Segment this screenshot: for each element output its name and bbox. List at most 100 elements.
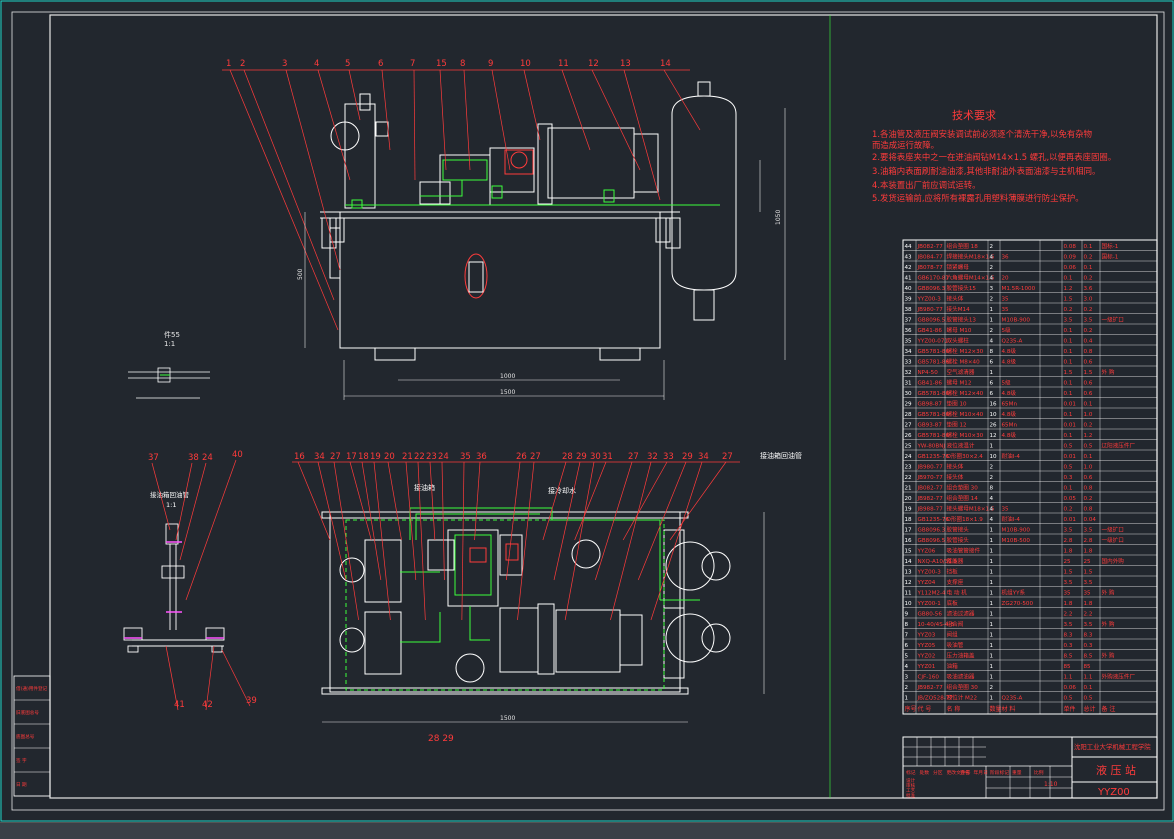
- parts-cell: JB988-77: [917, 507, 944, 513]
- parts-cell: 国内外购: [1102, 557, 1125, 565]
- parts-cell: 44: [905, 244, 913, 250]
- parts-cell: 机组YY系: [1002, 589, 1026, 597]
- parts-cell: JB082-77: [917, 244, 944, 250]
- parts-cell: 1: [990, 612, 994, 618]
- parts-cell: 1.8: [1084, 549, 1093, 555]
- callout-label: 27: [330, 452, 341, 462]
- parts-cell: 垫圈 12: [947, 421, 967, 429]
- parts-cell: 3.5: [1084, 580, 1093, 586]
- parts-cell: 4: [905, 664, 909, 670]
- parts-cell: 辽阳液压件厂: [1102, 442, 1136, 450]
- parts-cell: 外购液压件厂: [1102, 673, 1136, 681]
- parts-cell: 挡板: [947, 568, 959, 576]
- parts-cell: 41: [905, 276, 913, 282]
- parts-cell: 35: [1084, 591, 1092, 597]
- parts-cell: 8: [905, 622, 909, 628]
- parts-cell: 吸油管: [947, 641, 964, 649]
- parts-cell: 65Mn: [1002, 402, 1018, 408]
- parts-cell: 组合垫圈 14: [947, 494, 979, 502]
- parts-cell: 28: [905, 412, 913, 418]
- parts-cell: 2: [990, 465, 994, 471]
- parts-cell: 0.3: [1084, 643, 1093, 649]
- section-label: 件55: [164, 330, 180, 339]
- parts-cell: Q235-A: [1002, 696, 1023, 702]
- parts-cell: 12: [990, 433, 997, 439]
- parts-cell: GB5781-86: [918, 391, 950, 397]
- parts-cell: 焊接接头M18×1.5: [947, 253, 995, 261]
- parts-cell: YYZ00-3: [917, 297, 942, 303]
- callout-label: 17: [346, 452, 357, 462]
- parts-cell: 4: [990, 276, 994, 282]
- callout-label: 29: [682, 452, 693, 462]
- parts-cell: 25: [905, 444, 913, 450]
- callout-label: 27: [530, 452, 541, 462]
- parts-cell: 35: [905, 339, 913, 345]
- parts-cell: 20: [1002, 276, 1010, 282]
- parts-cell: 0.2: [1084, 496, 1093, 502]
- parts-cell: 0.1: [1064, 276, 1073, 282]
- parts-cell: 7: [905, 633, 909, 639]
- tech-line: 而造成运行故障。: [872, 140, 939, 150]
- parts-cell: 32: [905, 370, 912, 376]
- tech-requirements: 技术要求 1.各油管及液压阀安装调试前必须逐个清洗干净,以免有杂物 而造成运行故…: [872, 109, 1116, 203]
- parts-cell: 组合阀: [947, 620, 964, 628]
- parts-cell: 22: [905, 475, 912, 481]
- parts-cell: 0.01: [1064, 454, 1077, 460]
- parts-cell: 65Mn: [1002, 423, 1018, 429]
- parts-cell: GB5781-86: [918, 433, 950, 439]
- parts-cell: 胶管接头: [947, 536, 970, 544]
- tech-line: 1.各油管及液压阀安装调试前必须逐个清洗干净,以免有杂物: [872, 129, 1092, 139]
- parts-cell: 38: [905, 307, 913, 313]
- parts-cell: 锁紧螺母: [947, 263, 970, 271]
- parts-cell: 1.2: [1064, 286, 1073, 292]
- parts-cell: 85: [1084, 664, 1092, 670]
- parts-cell: 6: [905, 643, 909, 649]
- parts-cell: 39: [905, 297, 913, 303]
- parts-cell: 8.5: [1064, 654, 1073, 660]
- parts-cell: 0.1: [1064, 328, 1073, 334]
- parts-cell: 0.01: [1064, 517, 1077, 523]
- parts-cell: JB980-77: [917, 307, 944, 313]
- callout-label: 13: [620, 59, 631, 69]
- parts-cell: 0.2: [1084, 328, 1093, 334]
- parts-cell: 31: [905, 381, 913, 387]
- title-label: 签名: [960, 769, 970, 776]
- parts-cell: 16: [990, 402, 998, 408]
- parts-cell: 螺母 M12: [947, 379, 972, 387]
- parts-cell: YYZ06: [917, 549, 936, 555]
- parts-cell: GB5781-86: [918, 360, 950, 366]
- parts-cell: 电 动 机: [947, 589, 968, 597]
- parts-cell: 35: [1064, 591, 1072, 597]
- parts-header-cell: 代 号: [918, 705, 932, 713]
- parts-cell: 5级: [1002, 326, 1012, 334]
- parts-cell: 3.5: [1084, 622, 1093, 628]
- callout-label: 6: [378, 59, 383, 69]
- parts-cell: 组合垫圈 30: [947, 683, 979, 691]
- parts-cell: 接头M14: [947, 305, 971, 313]
- parts-cell: 3.5: [1084, 528, 1093, 534]
- section-scale: 1:1: [164, 340, 175, 348]
- parts-cell: 1.5: [1064, 570, 1073, 576]
- callout-label: 1: [226, 59, 231, 69]
- parts-cell: 42: [905, 265, 912, 271]
- parts-header-cell: 材 料: [1002, 705, 1016, 713]
- parts-cell: 0.01: [1064, 402, 1077, 408]
- parts-cell: 4: [990, 507, 994, 513]
- parts-cell: 阀组: [947, 631, 959, 639]
- title-label: 工艺: [906, 788, 916, 794]
- callout-label: 41: [174, 700, 185, 710]
- parts-cell: 1: [990, 654, 994, 660]
- parts-cell: 吸油管管接件: [947, 547, 981, 555]
- parts-cell: GB5781-86: [918, 412, 950, 418]
- parts-cell: 1: [990, 601, 994, 607]
- parts-cell: 0.09: [1064, 255, 1077, 261]
- parts-cell: 3: [905, 675, 909, 681]
- parts-cell: 2.8: [1064, 538, 1073, 544]
- section-detail: 件55 1:1: [128, 330, 210, 399]
- parts-cell: JB980-77: [917, 465, 944, 471]
- parts-cell: 23: [905, 465, 913, 471]
- title-label: 设计: [906, 777, 916, 784]
- parts-cell: 85: [1064, 664, 1072, 670]
